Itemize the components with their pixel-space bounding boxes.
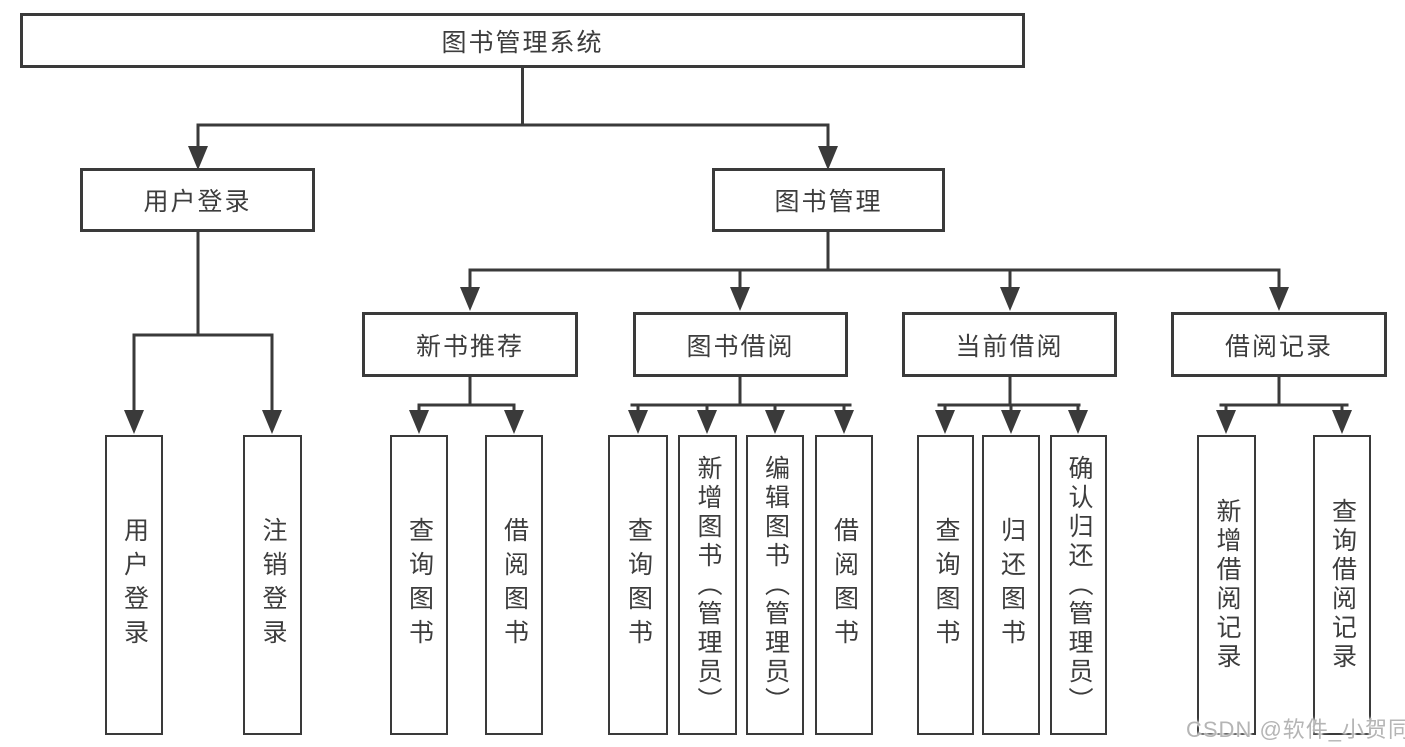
leaf-query-borrow-record: 查询借阅记录 xyxy=(1313,435,1371,735)
node-current-borrowing: 当前借阅 xyxy=(902,312,1117,377)
connector-root-to-level1 xyxy=(188,66,838,170)
leaf-edit-books-admin: 编辑图书（管理员） xyxy=(746,435,804,735)
connector-user-login-to-leaves xyxy=(124,231,282,434)
leaf-label: 查询图书 xyxy=(624,517,653,653)
leaf-borrow-books-recommend: 借阅图书 xyxy=(485,435,543,735)
leaf-add-borrow-record: 新增借阅记录 xyxy=(1197,435,1256,735)
connector-new-book-recommend-to-leaves xyxy=(409,375,524,434)
leaf-borrow-books: 借阅图书 xyxy=(815,435,873,735)
node-label: 图书管理 xyxy=(774,188,883,216)
leaf-label: 借阅图书 xyxy=(830,517,859,653)
node-book-management: 图书管理 xyxy=(712,168,945,232)
node-library-management-system: 图书管理系统 xyxy=(20,13,1025,68)
connector-book-borrowing-to-leaves xyxy=(628,375,854,434)
leaf-label: 借阅图书 xyxy=(500,517,529,653)
leaf-logout: 注销登录 xyxy=(243,435,302,735)
leaf-add-books-admin: 新增图书（管理员） xyxy=(678,435,737,735)
leaf-query-books-recommend: 查询图书 xyxy=(390,435,448,735)
leaf-label: 确认归还（管理员） xyxy=(1065,454,1093,716)
watermark: CSDN @软件_小贺同学 xyxy=(1186,717,1405,742)
node-label: 借阅记录 xyxy=(1224,332,1333,361)
leaf-return-books: 归还图书 xyxy=(982,435,1040,735)
leaf-label: 用户登录 xyxy=(120,517,149,653)
connector-current-borrowing-to-leaves xyxy=(935,375,1088,434)
leaf-user-login: 用户登录 xyxy=(105,435,163,735)
node-label: 新书推荐 xyxy=(415,332,524,361)
node-borrowing-records: 借阅记录 xyxy=(1171,312,1387,377)
node-book-borrowing: 图书借阅 xyxy=(633,312,848,377)
leaf-label: 查询图书 xyxy=(932,517,960,653)
leaf-label: 编辑图书（管理员） xyxy=(761,454,790,716)
leaf-label: 新增借阅记录 xyxy=(1213,498,1241,672)
node-new-book-recommend: 新书推荐 xyxy=(362,312,578,377)
node-label: 用户登录 xyxy=(143,188,252,216)
leaf-query-books-current: 查询图书 xyxy=(917,435,974,735)
leaf-label: 新增图书（管理员） xyxy=(694,454,722,716)
leaf-query-books-borrowing: 查询图书 xyxy=(608,435,668,735)
connector-book-management-to-level2 xyxy=(460,231,1289,311)
leaf-label: 查询借阅记录 xyxy=(1328,498,1357,672)
leaf-label: 注销登录 xyxy=(259,517,287,653)
node-label: 当前借阅 xyxy=(955,332,1064,361)
node-label: 图书管理系统 xyxy=(441,28,604,57)
leaf-label: 归还图书 xyxy=(997,517,1026,653)
leaf-confirm-return-admin: 确认归还（管理员） xyxy=(1050,435,1107,735)
node-user-login: 用户登录 xyxy=(80,168,315,232)
node-label: 图书借阅 xyxy=(686,332,795,361)
connector-borrowing-records-to-leaves xyxy=(1216,375,1352,434)
leaf-label: 查询图书 xyxy=(405,517,434,653)
